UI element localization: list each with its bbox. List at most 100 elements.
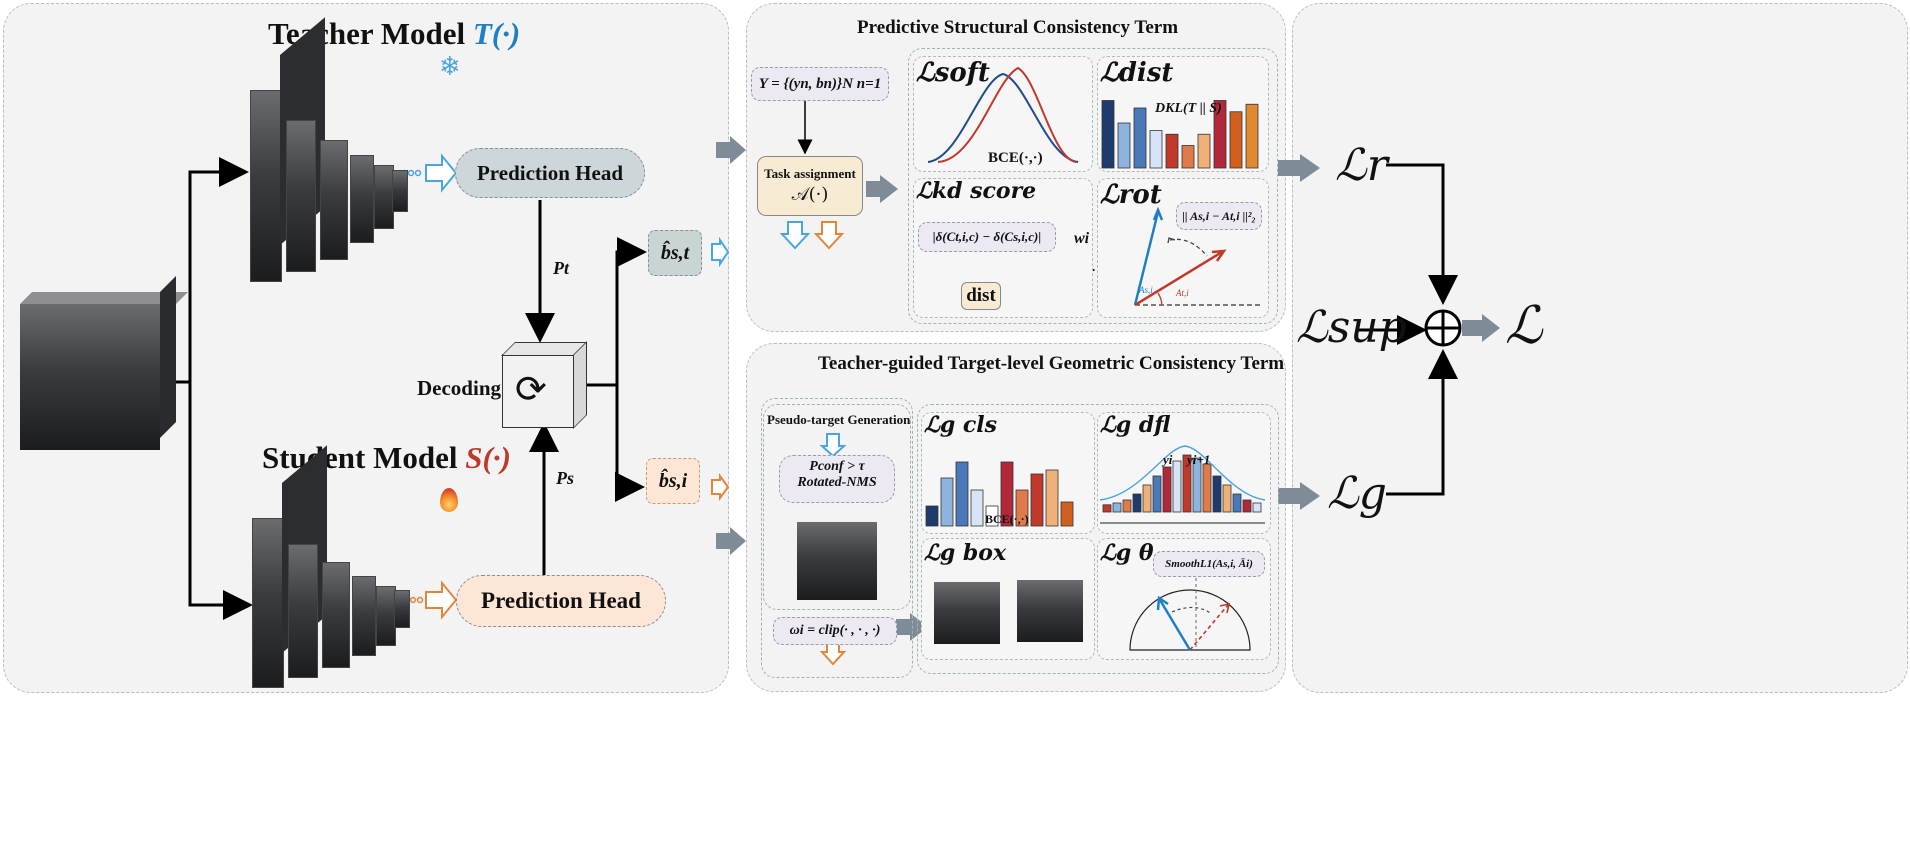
dist-loss-label: ℒdist [1100,58,1174,88]
cls-bar-5 [1000,461,1014,527]
task-assignment-box: Task assignment 𝒜(·) [757,156,863,216]
dkl-label: DKL(T || S) [1155,101,1222,116]
dist-bar-5 [1181,145,1195,169]
cls-bar-1 [940,477,954,527]
yi-label: yi [1163,452,1173,467]
refresh-icon: ⟳ [515,367,547,411]
dist-bar-6 [1197,133,1211,169]
dist-bar-1 [1117,122,1131,169]
dfl-bar-12 [1222,484,1232,513]
dfl-bar-14 [1242,499,1252,513]
dfl-bar-0 [1102,504,1112,513]
lsup-label: ℒsup [1296,302,1407,353]
pt-label: Pt [553,258,569,278]
dfl-bar-1 [1112,502,1122,513]
dfl-bar-5 [1152,475,1162,513]
pseudo-title: Pseudo-target Generation [767,412,911,427]
decoding-label: Decoding [417,376,501,400]
delta-formula: |δ(Ct,i,c) − δ(Cs,i,c)| [918,222,1056,252]
y-set-formula: Y = {(yn, bn)}N n=1 [751,67,889,101]
dist-bar-9 [1245,103,1259,169]
box-loss-label: ℒg box [924,540,1007,566]
lg-label: ℒg [1327,468,1387,519]
snowflake-icon: ❄ [439,52,461,82]
dfl-bar-11 [1212,475,1222,513]
teacher-title: Teacher Model T(·) [268,16,521,51]
wi-label: wi [1074,230,1090,247]
top-section-title: Predictive Structural Consistency Term [857,17,1179,38]
box-image-student [934,582,1000,644]
cls-bce-label: BCE(·,·) [985,512,1029,526]
total-loss-label: ℒ [1505,296,1543,356]
dfl-bar-15 [1252,502,1262,513]
dfl-bar-6 [1162,466,1172,513]
theta-loss-label: ℒg θ [1100,540,1154,566]
fire-icon [440,488,458,512]
as-label: As,i [1139,285,1153,295]
cls-loss-label: ℒg cls [924,412,998,438]
dfl-bar-13 [1232,493,1242,513]
student-feature-pyramid [252,445,412,690]
yi1-label: yi+1 [1187,452,1211,467]
dfl-bar-9 [1192,457,1202,513]
bottom-section-title: Teacher-guided Target-level Geometric Co… [818,353,1285,374]
dist-box: dist [961,282,1001,310]
cls-bar-2 [955,461,969,527]
soft-bce-label: BCE(·,·) [988,150,1043,166]
rot-loss-label: ℒrot [1100,180,1162,210]
dist-bar-2 [1133,107,1147,169]
pseudo-target-image [797,522,877,600]
cls-bar-4 [985,505,999,527]
dfl-bar-8 [1182,454,1192,513]
soft-loss-label: ℒsoft [916,58,990,88]
dist-bar-4 [1165,133,1179,169]
loss-panel [1292,3,1908,693]
dfl-bar-4 [1142,484,1152,513]
dist-bar-7 [1213,100,1227,169]
bsi-box: b̂s,i [646,458,700,504]
cls-bar-7 [1030,473,1044,527]
dist-bar-0 [1101,100,1115,169]
cls-bar-9 [1060,501,1074,527]
decoding-cube: ⟳ [501,341,587,429]
rot-loss-cell [1097,178,1269,318]
dist-bar-8 [1229,111,1243,169]
rot-norm-formula: || As,i − At,i ||²₂ [1176,202,1262,230]
dfl-bar-10 [1202,463,1212,513]
smooth-formula: SmoothL1(As,i, Āi) [1153,551,1265,577]
pseudo-frame [761,398,913,678]
score-loss-label: ℒkd score [916,178,1037,204]
teacher-feature-pyramid [250,17,410,290]
student-title: Student Model S(·) [262,440,511,475]
dist-bar-3 [1149,130,1163,169]
cls-bar-8 [1045,469,1059,527]
at-label: At,i [1176,288,1189,298]
dfl-loss-label: ℒg dfl [1100,412,1171,438]
cls-bar-3 [970,489,984,527]
teacher-prediction-head: Prediction Head [455,148,645,198]
cls-bar-0 [925,505,939,527]
pconf-box: Pconf > τ Rotated-NMS [779,455,895,503]
dfl-bar-7 [1172,460,1182,513]
dfl-bar-3 [1132,493,1142,513]
dfl-distribution-curve [1099,445,1266,501]
box-image-teacher [1017,580,1083,642]
top-inner-frame [908,48,1278,324]
pseudo-inner-frame [763,404,911,610]
student-prediction-head: Prediction Head [456,575,666,627]
teacher-fn: T(·) [472,16,521,51]
dfl-bar-2 [1122,499,1132,513]
ps-label: Ps [556,468,574,488]
input-image [20,276,188,450]
bst-box: b̂s,t [648,230,702,276]
cls-bar-6 [1015,489,1029,527]
student-fn: S(·) [465,440,511,475]
omega-formula: ωi = clip(· , · , ·) [773,617,897,645]
